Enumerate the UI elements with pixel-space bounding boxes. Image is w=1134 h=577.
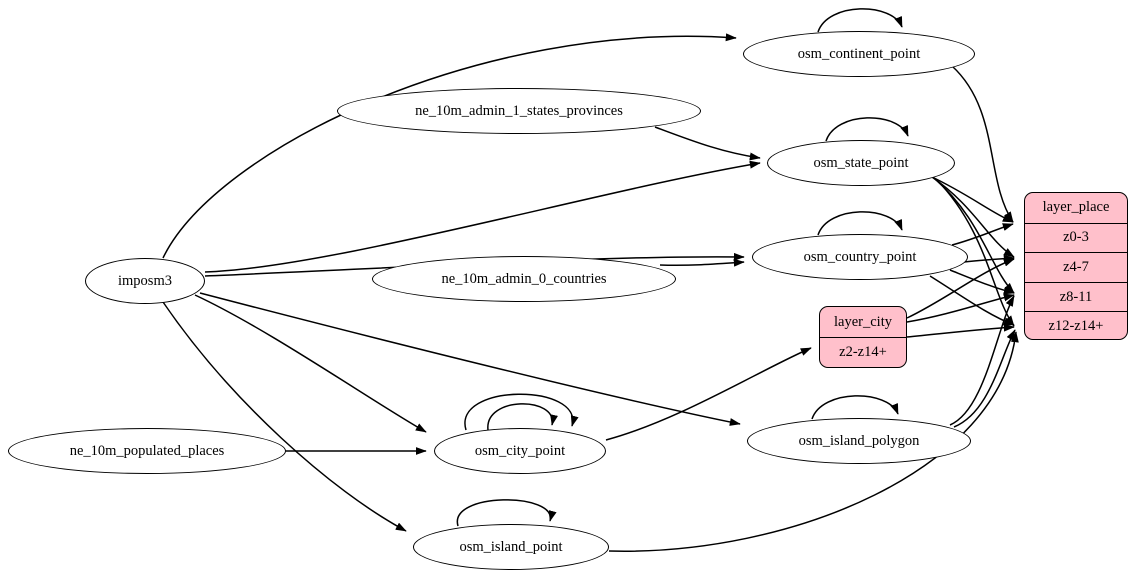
- selfloop-state: [825, 117, 909, 142]
- edge-nestates-state: [654, 126, 761, 161]
- layer-place-title: layer_place: [1025, 193, 1127, 223]
- edge-imposm3-islandpoly: [199, 292, 741, 426]
- edge-country-z4_7: [963, 254, 1015, 263]
- edge-imposm3-islandpt: [162, 301, 407, 532]
- layer-city-title: layer_city: [820, 307, 906, 337]
- cell-label: z4-7: [1063, 258, 1089, 275]
- node-label: imposm3: [118, 272, 172, 289]
- edge-imposm3-city: [194, 294, 427, 433]
- edge-country-z8_11: [949, 269, 1015, 295]
- node-layer-place[interactable]: layer_place z0-3 z4-7 z8-11 z12-z14+: [1024, 192, 1128, 340]
- edge-layercity-z8_11: [906, 293, 1015, 323]
- node-ne-10m-populated-places[interactable]: ne_10m_populated_places: [8, 428, 286, 474]
- edge-country-z0_3: [951, 223, 1014, 246]
- edge-city-layercity: [605, 347, 812, 441]
- cell-label: layer_city: [834, 313, 892, 330]
- node-label: osm_island_point: [459, 538, 563, 555]
- edge-continent-z0_3: [951, 65, 1014, 223]
- edge-islandpoly-z12: [953, 329, 1016, 428]
- edge-imposm3-state: [204, 160, 761, 273]
- node-osm-city-point[interactable]: osm_city_point: [434, 428, 606, 474]
- layer-city-port-z2-z14plus[interactable]: z2-z14+: [820, 337, 906, 367]
- edge-layercity-z12: [906, 323, 1015, 338]
- layer-place-port-z8-11[interactable]: z8-11: [1025, 281, 1127, 312]
- layer-place-port-z0-3[interactable]: z0-3: [1025, 222, 1127, 253]
- node-label: osm_continent_point: [797, 45, 921, 62]
- node-label: osm_island_polygon: [798, 432, 920, 449]
- node-osm-island-polygon[interactable]: osm_island_polygon: [747, 418, 971, 464]
- node-label: osm_country_point: [803, 248, 917, 265]
- node-layer-city[interactable]: layer_city z2-z14+: [819, 306, 907, 368]
- cell-label: z8-11: [1059, 288, 1093, 305]
- edge-country-z12: [929, 275, 1015, 326]
- edge-layercity-z4_7: [906, 258, 1015, 319]
- edge-islandpoly-z8_11: [949, 295, 1015, 426]
- cell-label: layer_place: [1042, 199, 1110, 216]
- selfloop-islandpoly: [811, 395, 899, 420]
- node-osm-country-point[interactable]: osm_country_point: [752, 234, 968, 280]
- edge-imposm3-continent: [162, 33, 737, 259]
- layer-place-port-z4-7[interactable]: z4-7: [1025, 252, 1127, 282]
- node-osm-island-point[interactable]: osm_island_point: [413, 524, 609, 570]
- selfloop-city-outer: [464, 393, 579, 431]
- cell-label: z0-3: [1063, 229, 1089, 246]
- layer-place-port-z12-z14plus[interactable]: z12-z14+: [1025, 311, 1127, 339]
- edge-state-z0_3: [929, 175, 1014, 223]
- node-label: osm_state_point: [813, 154, 909, 171]
- cell-label: z12-z14+: [1048, 318, 1104, 335]
- node-label: ne_10m_admin_0_countries: [441, 270, 607, 287]
- node-ne-10m-admin-1-states-provinces[interactable]: ne_10m_admin_1_states_provinces: [337, 88, 701, 134]
- node-osm-state-point[interactable]: osm_state_point: [767, 140, 955, 186]
- selfloop-islandpt: [456, 499, 557, 527]
- node-osm-continent-point[interactable]: osm_continent_point: [743, 31, 975, 77]
- edge-state-z8_11: [933, 177, 1015, 294]
- cell-label: z2-z14+: [839, 344, 887, 360]
- selfloop-country: [817, 211, 903, 236]
- node-imposm3[interactable]: imposm3: [85, 258, 205, 304]
- selfloop-continent: [817, 8, 903, 33]
- edge-islandpt-z12: [608, 331, 1019, 552]
- node-label: osm_city_point: [474, 442, 566, 459]
- node-label: ne_10m_populated_places: [69, 442, 225, 459]
- node-label: ne_10m_admin_1_states_provinces: [415, 102, 623, 119]
- edge-state-z4_7: [931, 176, 1015, 258]
- edge-necountries-country: [659, 258, 745, 267]
- node-ne-10m-admin-0-countries[interactable]: ne_10m_admin_0_countries: [372, 256, 676, 302]
- selfloop-city-inner: [487, 403, 558, 431]
